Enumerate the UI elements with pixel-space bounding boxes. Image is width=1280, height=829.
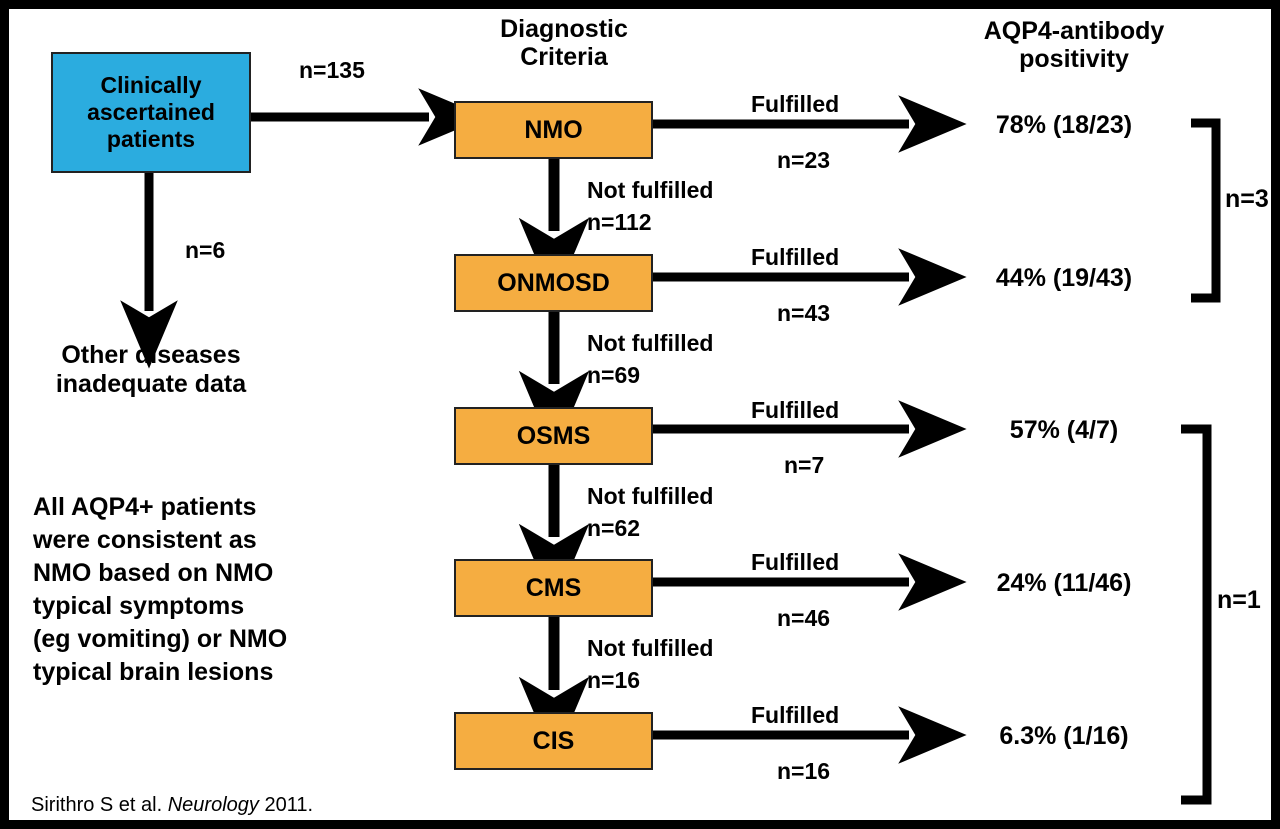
- positivity-value-cms: 24% (11/46): [996, 569, 1132, 597]
- citation-year: 2011.: [258, 794, 314, 816]
- edge-label-nmo-fulfilled: Fulfilled: [751, 91, 840, 117]
- node-criteria-osms[interactable]: OSMS: [454, 407, 653, 465]
- edge-label-nmo-not-fulfilled-n: n=112: [587, 209, 652, 235]
- node-clinically-ascertained-patients[interactable]: Clinically ascertained patients: [51, 52, 251, 173]
- edge-label-excluded-n: n=6: [185, 237, 226, 263]
- positivity-value-cis: 6.3% (1/16): [999, 722, 1129, 750]
- node-criteria-cis[interactable]: CIS: [454, 712, 653, 770]
- edge-label-nmo-not-fulfilled: Not fulfilled: [587, 177, 714, 203]
- citation-authors: Sirithro S et al.: [31, 794, 168, 816]
- edge-label-cis-fulfilled: Fulfilled: [751, 702, 840, 728]
- edge-label-onmosd-fulfilled: Fulfilled: [751, 244, 840, 270]
- header-aqp4-positivity: AQP4-antibody positivity: [983, 17, 1165, 73]
- node-criteria-cms[interactable]: CMS: [454, 559, 653, 617]
- node-other-diseases: Other diseases inadequate data: [55, 341, 247, 398]
- citation-journal: Neurology: [167, 794, 259, 816]
- edge-label-cis-fulfilled-n: n=16: [777, 758, 831, 784]
- bracket-label-lower: n=1: [1217, 586, 1261, 614]
- bracket-upper: [1191, 118, 1221, 303]
- edge-label-onmosd-not-fulfilled: Not fulfilled: [587, 330, 714, 356]
- note-aqp4-consistency: All AQP4+ patients were consistent as NM…: [33, 493, 288, 686]
- citation: Sirithro S et al. Neurology 2011.: [31, 794, 313, 817]
- positivity-value-onmosd: 44% (19/43): [995, 264, 1133, 292]
- node-criteria-nmo[interactable]: NMO: [454, 101, 653, 159]
- edge-label-onmosd-not-fulfilled-n: n=69: [587, 362, 641, 388]
- edge-label-nmo-fulfilled-n: n=23: [777, 147, 831, 173]
- bracket-label-upper: n=3: [1225, 185, 1269, 213]
- edge-label-cms-not-fulfilled-n: n=16: [587, 667, 641, 693]
- node-criteria-onmosd[interactable]: ONMOSD: [454, 254, 653, 312]
- flowchart-canvas: Diagnostic Criteria AQP4-antibody positi…: [9, 9, 1271, 820]
- edge-label-cms-not-fulfilled: Not fulfilled: [587, 635, 714, 661]
- edge-label-osms-fulfilled-n: n=7: [784, 452, 825, 478]
- edge-label-osms-not-fulfilled-n: n=62: [587, 515, 641, 541]
- positivity-value-osms: 57% (4/7): [1009, 416, 1119, 444]
- edge-label-osms-not-fulfilled: Not fulfilled: [587, 483, 714, 509]
- edge-label-cms-fulfilled: Fulfilled: [751, 549, 840, 575]
- positivity-value-nmo: 78% (18/23): [995, 111, 1133, 139]
- edge-label-entry-n: n=135: [299, 57, 365, 83]
- bracket-lower: [1181, 424, 1212, 805]
- edge-label-cms-fulfilled-n: n=46: [777, 605, 831, 631]
- header-diagnostic-criteria: Diagnostic Criteria: [500, 15, 628, 71]
- edge-label-osms-fulfilled: Fulfilled: [751, 397, 840, 423]
- edge-label-onmosd-fulfilled-n: n=43: [777, 300, 831, 326]
